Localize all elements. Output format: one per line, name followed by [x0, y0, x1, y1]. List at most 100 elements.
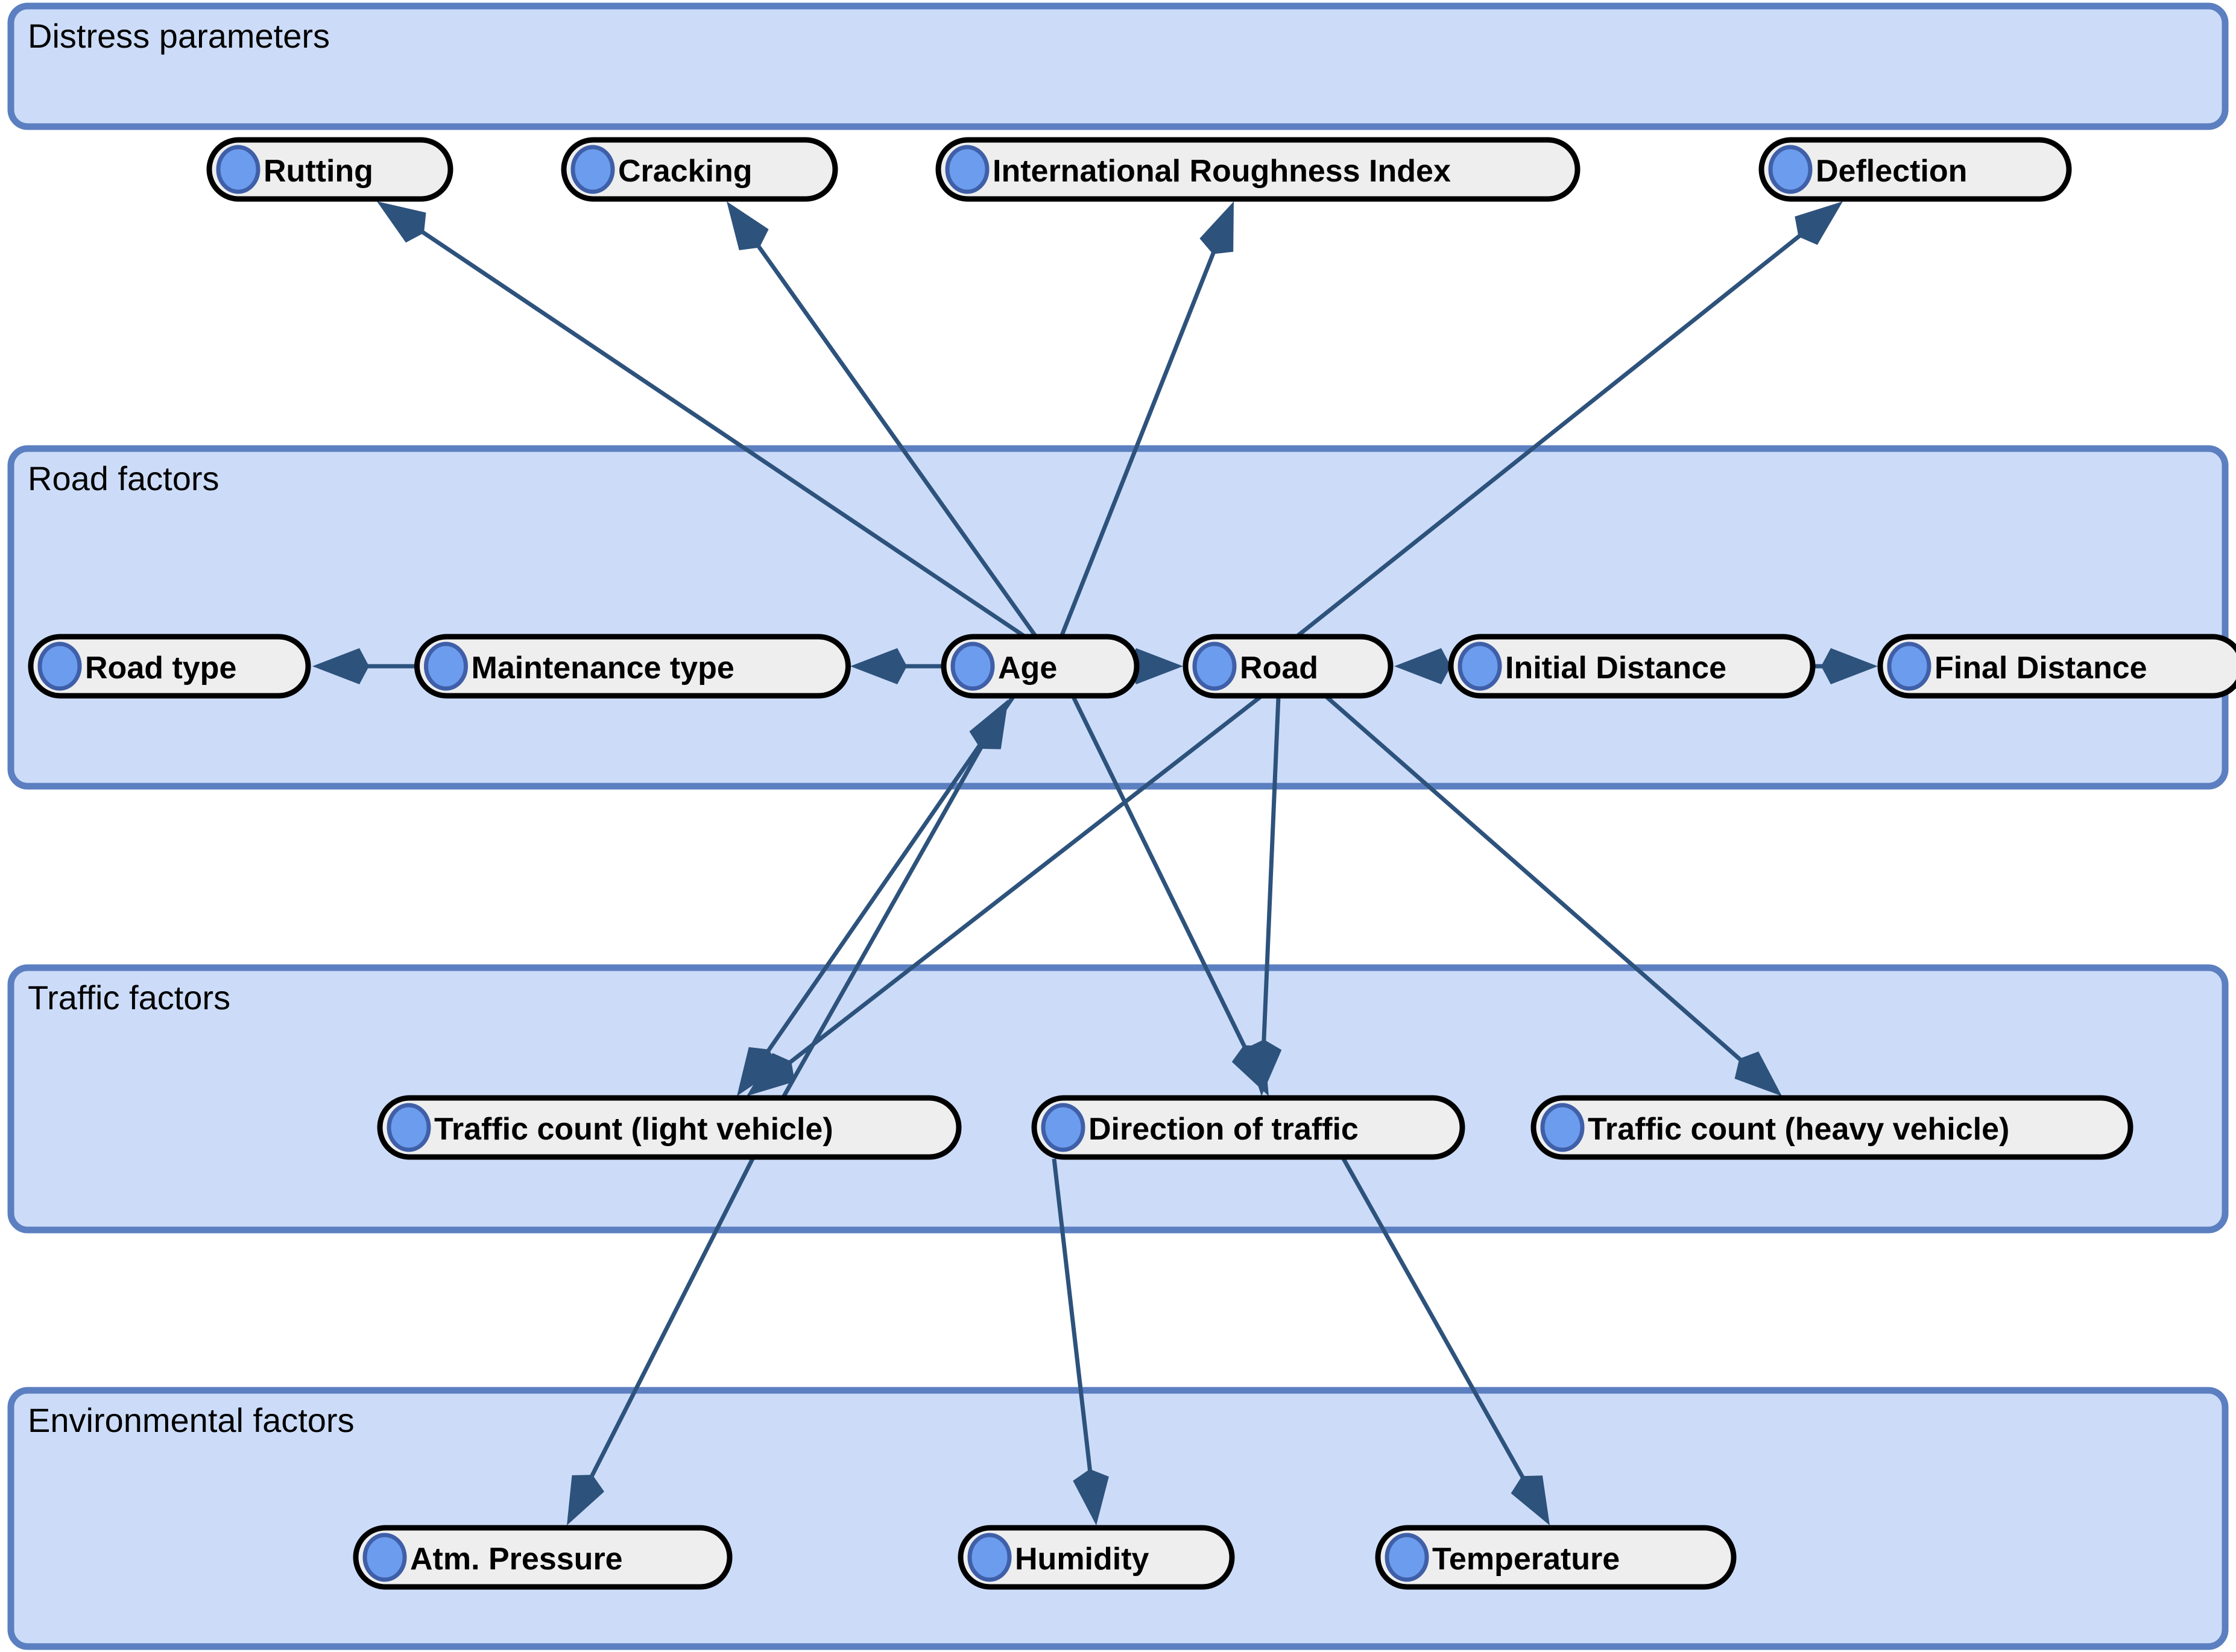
node-maint_type[interactable]: Maintenance type	[414, 634, 851, 699]
edge-line-road-tcheavy	[1325, 695, 1754, 1072]
edge-line-dirtraf-atm	[583, 1158, 755, 1491]
node-age[interactable]: Age	[941, 634, 1140, 699]
node-label-deflection: Deflection	[1816, 154, 1967, 189]
node-label-maint_type: Maintenance type	[472, 651, 734, 686]
node-label-init_dist: Initial Distance	[1505, 651, 1726, 686]
node-body-road_type[interactable]	[28, 634, 311, 699]
node-init_dist[interactable]: Initial Distance	[1448, 634, 1816, 699]
edge-road-dirtraf	[1245, 696, 1282, 1096]
edge-age-cracking	[727, 201, 1038, 638]
edge-line-age-humidity	[1052, 1158, 1094, 1486]
edge-age-iri	[1059, 201, 1234, 638]
edge-dirtraf-temp	[1341, 1158, 1550, 1525]
node-road[interactable]: Road	[1183, 634, 1394, 699]
edge-line-age-dirtraf	[1071, 696, 1254, 1062]
node-label-tc_heavy: Traffic count (heavy vehicle)	[1588, 1112, 2009, 1147]
edge-arrowhead-age-humidity	[1073, 1469, 1109, 1525]
node-body-final_dist[interactable]	[1877, 634, 2236, 699]
edge-line-road-tclight	[776, 695, 1262, 1074]
edge-arrowhead-init-final	[1821, 648, 1878, 684]
node-dir_traf[interactable]: Direction of traffic	[1031, 1095, 1465, 1160]
group-box-distress	[7, 2, 2229, 130]
node-status-icon	[1385, 1533, 1429, 1582]
node-status-icon	[1041, 1103, 1085, 1152]
node-body-rutting[interactable]	[206, 137, 453, 202]
node-label-age: Age	[998, 651, 1057, 686]
node-body-init_dist[interactable]	[1448, 634, 1816, 699]
group-road: Road factors	[7, 445, 2229, 790]
edge-road-tclight	[747, 695, 1262, 1096]
node-body-maint_type[interactable]	[414, 634, 851, 699]
node-label-road_type: Road type	[85, 651, 236, 686]
node-body-deflection[interactable]	[1758, 137, 2072, 202]
node-temp[interactable]: Temperature	[1375, 1525, 1737, 1590]
node-final_dist[interactable]: Final Distance	[1877, 634, 2236, 699]
node-body-cracking[interactable]	[561, 137, 838, 202]
node-rutting[interactable]: Rutting	[206, 137, 453, 202]
node-atm[interactable]: Atm. Pressure	[353, 1525, 733, 1590]
edge-arrowhead-init-road	[1394, 648, 1451, 684]
node-status-icon	[362, 1533, 407, 1582]
node-body-tc_light[interactable]	[377, 1095, 962, 1160]
node-status-icon	[1887, 642, 1931, 691]
group-title-traffic: Traffic factors	[28, 979, 230, 1017]
group-environment: Environmental factors	[7, 1387, 2229, 1650]
node-tc_light[interactable]: Traffic count (light vehicle)	[377, 1095, 962, 1160]
node-label-tc_light: Traffic count (light vehicle)	[434, 1112, 833, 1147]
node-body-road[interactable]	[1183, 634, 1394, 699]
node-status-icon	[1540, 1103, 1585, 1152]
edge-dirtraf-atm	[567, 1158, 755, 1525]
group-distress: Distress parameters	[7, 2, 2229, 130]
edge-arrowhead-road-tclight	[747, 1053, 795, 1096]
edge-line-dirtraf-temp	[1341, 1158, 1532, 1492]
node-body-humid[interactable]	[958, 1525, 1235, 1590]
group-title-distress: Distress parameters	[28, 17, 330, 55]
edges-layer	[312, 201, 1878, 1525]
edge-line-age-tclight	[757, 696, 1015, 1065]
edge-init-final	[1815, 648, 1878, 684]
node-label-rutting: Rutting	[264, 154, 373, 189]
node-deflection[interactable]: Deflection	[1758, 137, 2072, 202]
node-body-atm[interactable]	[353, 1525, 733, 1590]
edge-arrowhead-age-roadtype	[850, 648, 907, 684]
edge-road-deflection	[1295, 201, 1843, 638]
edge-init-road	[1394, 648, 1451, 684]
node-label-cracking: Cracking	[618, 154, 753, 189]
edge-line-age-cracking	[748, 232, 1038, 638]
node-body-age[interactable]	[941, 634, 1140, 699]
node-status-icon	[945, 145, 990, 194]
node-road_type[interactable]: Road type	[28, 634, 311, 699]
node-status-icon	[967, 1533, 1012, 1582]
edge-arrowhead-age-road	[1126, 648, 1183, 684]
node-iri[interactable]: International Roughness Index	[935, 137, 1581, 202]
node-label-temp: Temperature	[1432, 1542, 1620, 1577]
edge-arrowhead-road-dirtraf	[1245, 1039, 1282, 1096]
edge-age-humidity	[1052, 1158, 1109, 1525]
node-status-icon	[1192, 642, 1237, 691]
node-status-icon	[1768, 145, 1813, 194]
node-status-icon	[950, 642, 995, 691]
edge-arrowhead-tclight-age	[969, 699, 1008, 749]
node-body-temp[interactable]	[1375, 1525, 1737, 1590]
edge-arrowhead-age-iri	[1199, 201, 1234, 254]
node-status-icon	[1458, 642, 1502, 691]
node-humid[interactable]: Humidity	[958, 1525, 1235, 1590]
node-cracking[interactable]: Cracking	[561, 137, 838, 202]
node-status-icon	[387, 1103, 431, 1152]
edge-maint-roadtype	[312, 648, 416, 684]
nodes-layer: Rutting Cracking International Roughness I…	[28, 137, 2236, 1590]
node-tc_heavy[interactable]: Traffic count (heavy vehicle)	[1530, 1095, 2133, 1160]
edge-arrowhead-dirtraf-temp	[1511, 1475, 1550, 1525]
edge-age-rutting	[377, 201, 1026, 638]
edge-road-tcheavy	[1325, 695, 1782, 1096]
group-title-environment: Environmental factors	[28, 1401, 355, 1439]
edge-line-age-iri	[1059, 238, 1221, 638]
edge-arrowhead-road-tcheavy	[1734, 1051, 1782, 1096]
edge-tclight-age	[782, 699, 1008, 1097]
node-body-tc_heavy[interactable]	[1530, 1095, 2133, 1160]
edge-line-road-deflection	[1295, 224, 1813, 638]
node-body-iri[interactable]	[935, 137, 1581, 202]
node-body-dir_traf[interactable]	[1031, 1095, 1465, 1160]
